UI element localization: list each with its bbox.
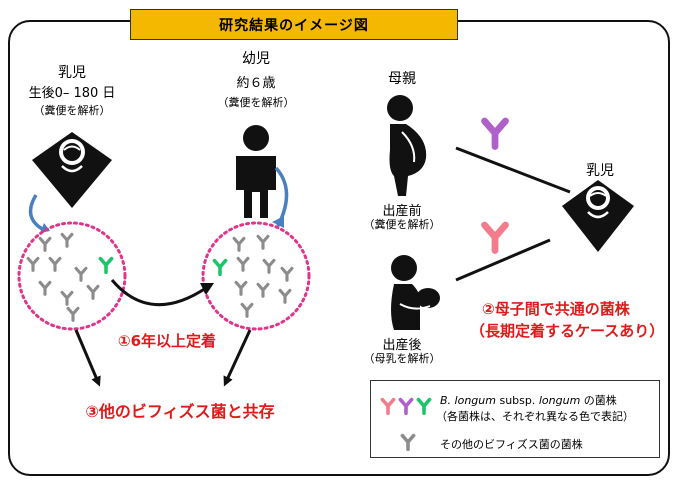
finding-2-line1: ②母子間で共通の菌株 bbox=[482, 300, 630, 318]
shared-strain-pink bbox=[485, 225, 506, 251]
legend-longum-species: B. longum bbox=[440, 394, 496, 407]
child-method: （糞便を解析） bbox=[217, 96, 295, 109]
infant-strains bbox=[26, 232, 112, 322]
child-gut-circle bbox=[201, 221, 311, 331]
legend-other-label: その他のビフィズス菌の菌株 bbox=[440, 438, 583, 451]
transfer-arrow bbox=[110, 279, 207, 307]
postnatal-label: 出産後 bbox=[382, 338, 422, 353]
prenatal-label: 出産前 bbox=[382, 204, 422, 219]
legend-longum-note: （各菌株は、それぞれ異なる色で表記） bbox=[436, 410, 634, 423]
finding-3: ③他のビフィズス菌と共存 bbox=[85, 402, 275, 421]
figure-title: 研究結果のイメージ図 bbox=[130, 9, 458, 40]
legend-longum-subsp: subsp. bbox=[495, 394, 539, 407]
infant-label: 乳児 bbox=[58, 65, 86, 81]
infant-arrow bbox=[28, 194, 45, 232]
infant-down-arrow bbox=[74, 329, 101, 387]
infant-age: 生後0– 180 日 bbox=[28, 86, 116, 101]
mother-nursing-icon bbox=[391, 255, 440, 330]
mother-pregnant-icon bbox=[387, 95, 427, 196]
child-arrow-head bbox=[272, 216, 284, 228]
prenatal-method: （糞便を解析） bbox=[363, 218, 441, 231]
finding-1: ①6年以上定着 bbox=[117, 332, 217, 350]
child-icon bbox=[236, 125, 276, 218]
legend-longum-subspecies: longum bbox=[538, 394, 581, 407]
infant-gut-circle bbox=[17, 221, 127, 331]
legend-longum-suffix: の菌株 bbox=[580, 394, 617, 407]
child-strains bbox=[214, 234, 294, 318]
mother-label: 母親 bbox=[388, 71, 416, 87]
child-arrow bbox=[274, 166, 289, 227]
postnatal-link-line bbox=[455, 238, 551, 282]
child-label: 幼児 bbox=[242, 51, 270, 67]
infant-method: （糞便を解析） bbox=[33, 104, 111, 117]
child-age: 約６歳 bbox=[236, 76, 276, 91]
infant-left-icon bbox=[32, 132, 112, 208]
infant-right-label: 乳児 bbox=[586, 163, 614, 179]
infant-right-icon bbox=[562, 180, 634, 252]
transfer-arrow-head bbox=[200, 283, 214, 295]
child-down-arrow bbox=[223, 329, 252, 387]
prenatal-link-line bbox=[455, 146, 571, 194]
finding-2-line2: （長期定着するケースあり） bbox=[470, 322, 665, 340]
legend-box bbox=[370, 380, 660, 458]
postnatal-method: （母乳を解析） bbox=[363, 352, 441, 365]
shared-strain-purple bbox=[485, 121, 506, 147]
legend-longum-label: B. longum subsp. longum の菌株 bbox=[440, 392, 617, 408]
